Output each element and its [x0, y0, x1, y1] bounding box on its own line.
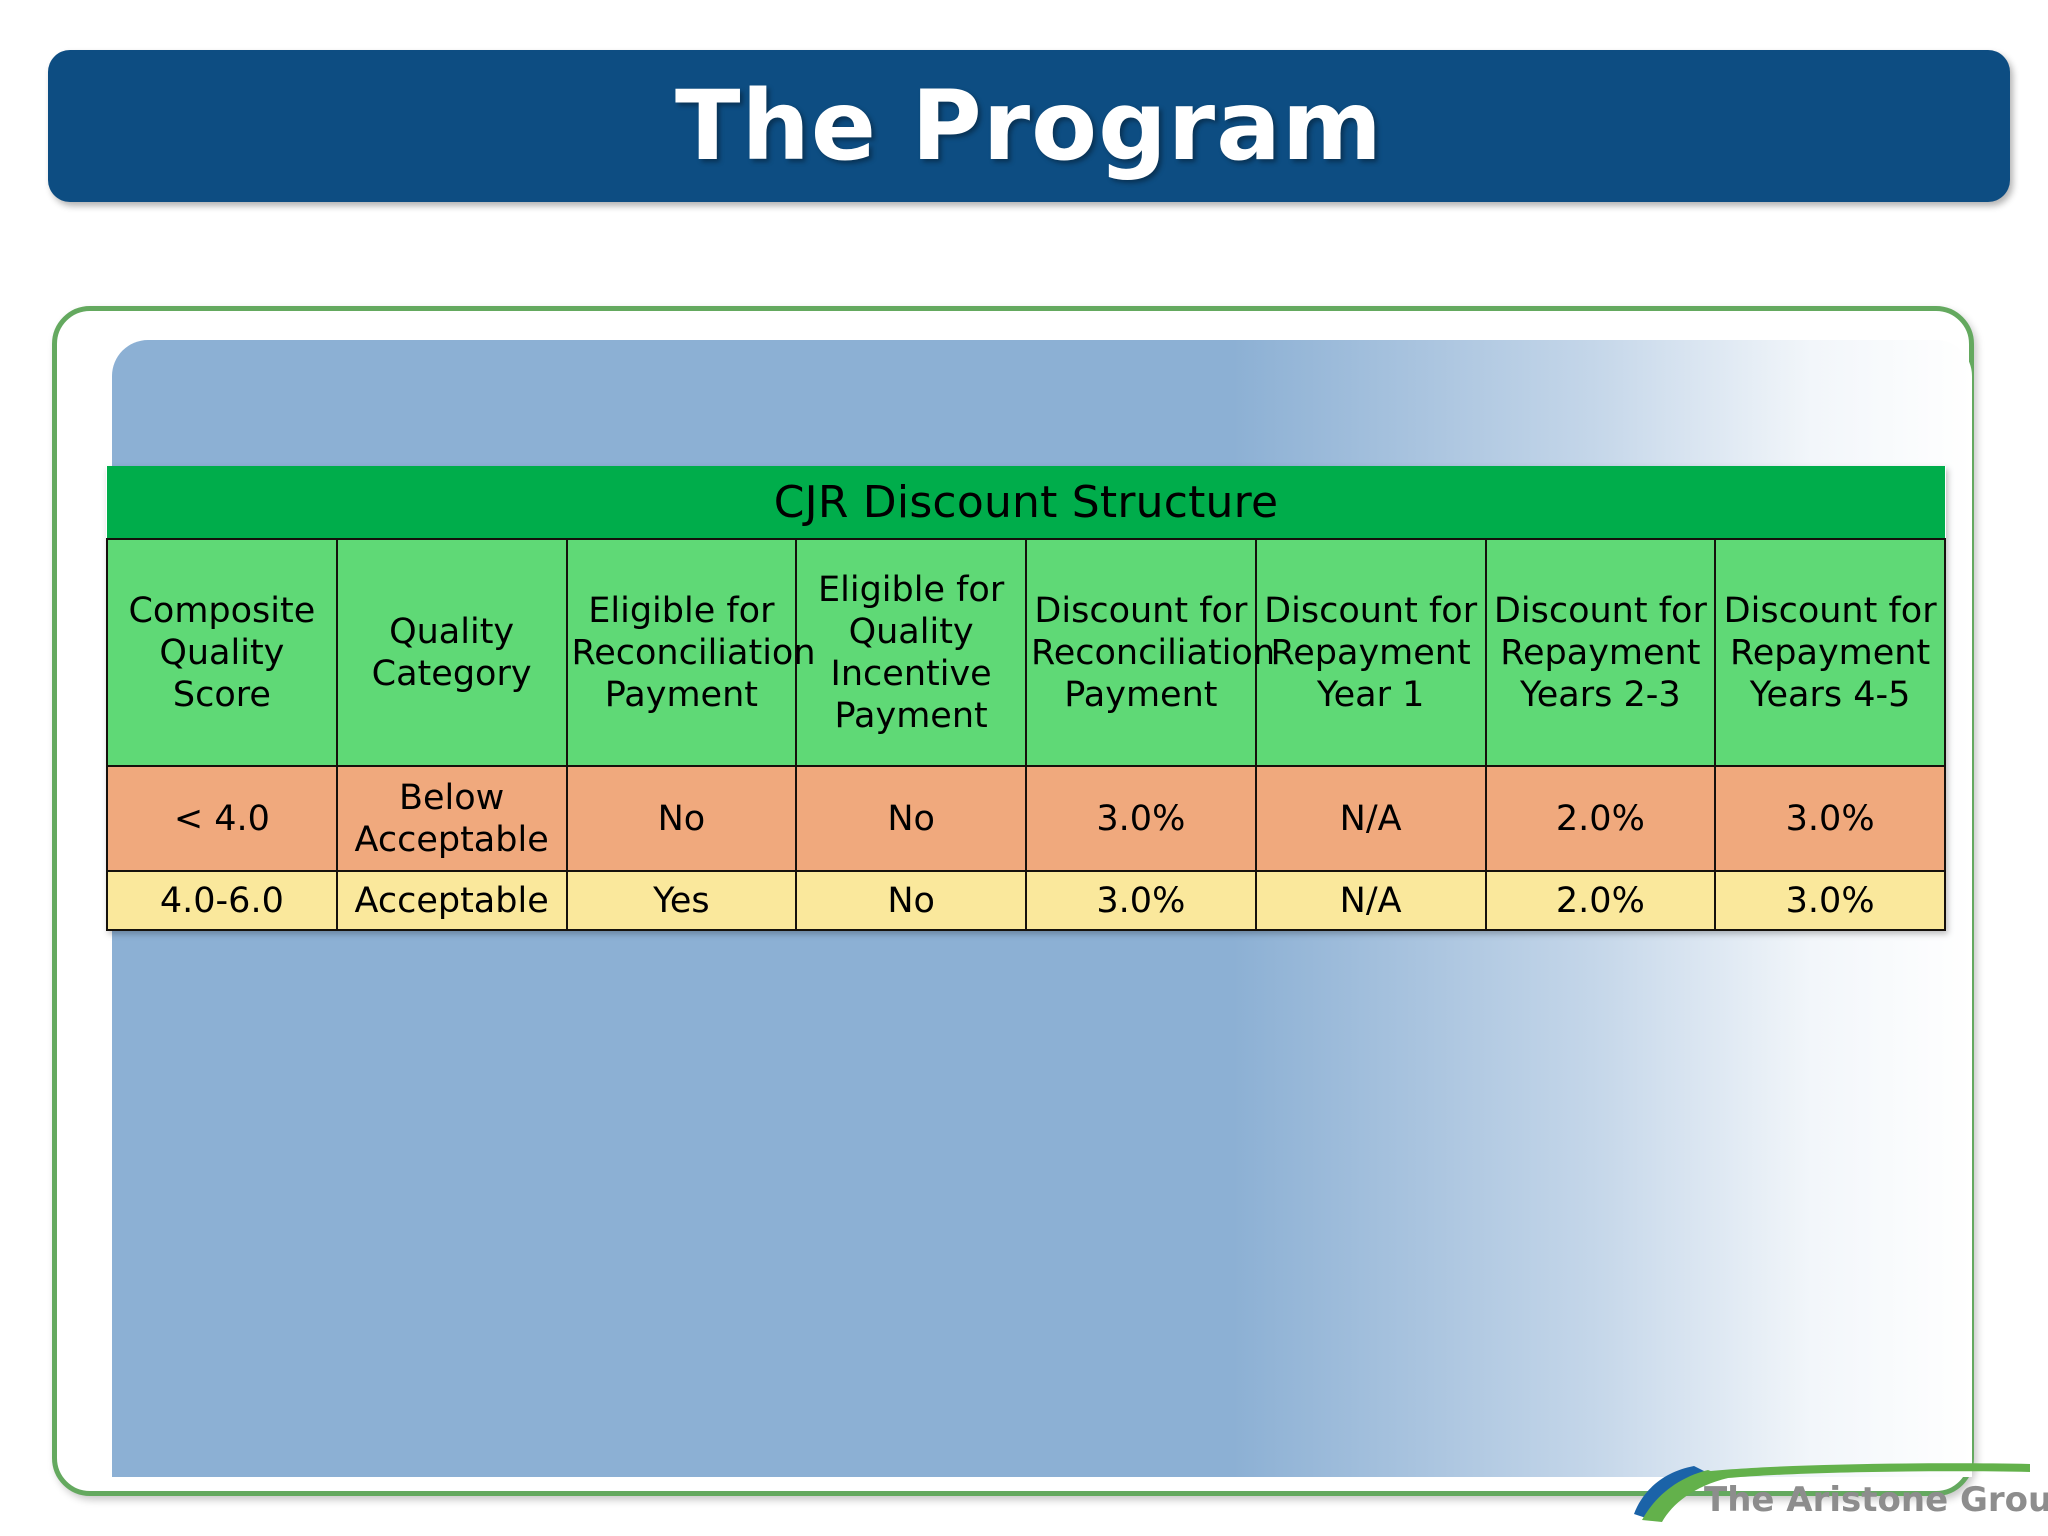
cell-eligible-recon: No	[565, 765, 798, 872]
cell-eligible-quality: No	[795, 765, 1027, 872]
column-header-composite-quality-score: Composite Quality Score	[106, 538, 338, 767]
table-caption: CJR Discount Structure	[107, 466, 1945, 540]
column-header-eligible-quality-incentive-payment: Eligible for Quality Incentive Payment	[795, 538, 1027, 767]
page-title: The Program	[675, 70, 1383, 182]
logo-text: The Aristone Group	[1704, 1480, 2048, 1520]
column-header-quality-category: Quality Category	[335, 538, 568, 767]
cell-repay-y45: 3.0%	[1714, 870, 1946, 931]
cell-repay-y1: N/A	[1254, 765, 1487, 872]
cell-score: 4.0-6.0	[106, 870, 338, 931]
cell-eligible-quality: No	[795, 870, 1027, 931]
cell-repay-y45: 3.0%	[1714, 765, 1946, 872]
cell-category: Acceptable	[335, 870, 568, 931]
column-header-discount-repayment-year-1: Discount for Repayment Year 1	[1254, 538, 1487, 767]
logo-swoosh-icon	[1634, 1463, 2030, 1522]
slide-title-banner: The Program	[48, 50, 2010, 202]
column-header-discount-repayment-years-4-5: Discount for Repayment Years 4-5	[1714, 538, 1946, 767]
table-row: 4.0-6.0 Acceptable Yes No 3.0% N/A 2.0% …	[106, 870, 1946, 931]
table-caption-row: CJR Discount Structure	[107, 466, 1945, 540]
cell-score: < 4.0	[106, 765, 338, 872]
column-header-discount-reconciliation-payment: Discount for Reconciliation Payment	[1025, 538, 1275, 767]
cell-repay-y23: 2.0%	[1484, 765, 1717, 872]
cell-category: Below Acceptable	[335, 765, 568, 872]
cell-discount-recon: 3.0%	[1025, 765, 1257, 872]
column-header-discount-repayment-years-2-3: Discount for Repayment Years 2-3	[1484, 538, 1717, 767]
cell-repay-y23: 2.0%	[1484, 870, 1717, 931]
column-header-eligible-reconciliation-payment: Eligible for Reconciliation Payment	[565, 538, 816, 767]
table-header-row: Composite Quality Score Quality Category…	[106, 538, 1946, 767]
cell-repay-y1: N/A	[1254, 870, 1487, 931]
table-row: < 4.0 Below Acceptable No No 3.0% N/A 2.…	[106, 765, 1946, 872]
cjr-discount-structure-table: CJR Discount Structure Composite Quality…	[106, 466, 1946, 931]
brand-logo: The Aristone Group	[1632, 1462, 2048, 1534]
cell-discount-recon: 3.0%	[1025, 870, 1257, 931]
cell-eligible-recon: Yes	[565, 870, 798, 931]
